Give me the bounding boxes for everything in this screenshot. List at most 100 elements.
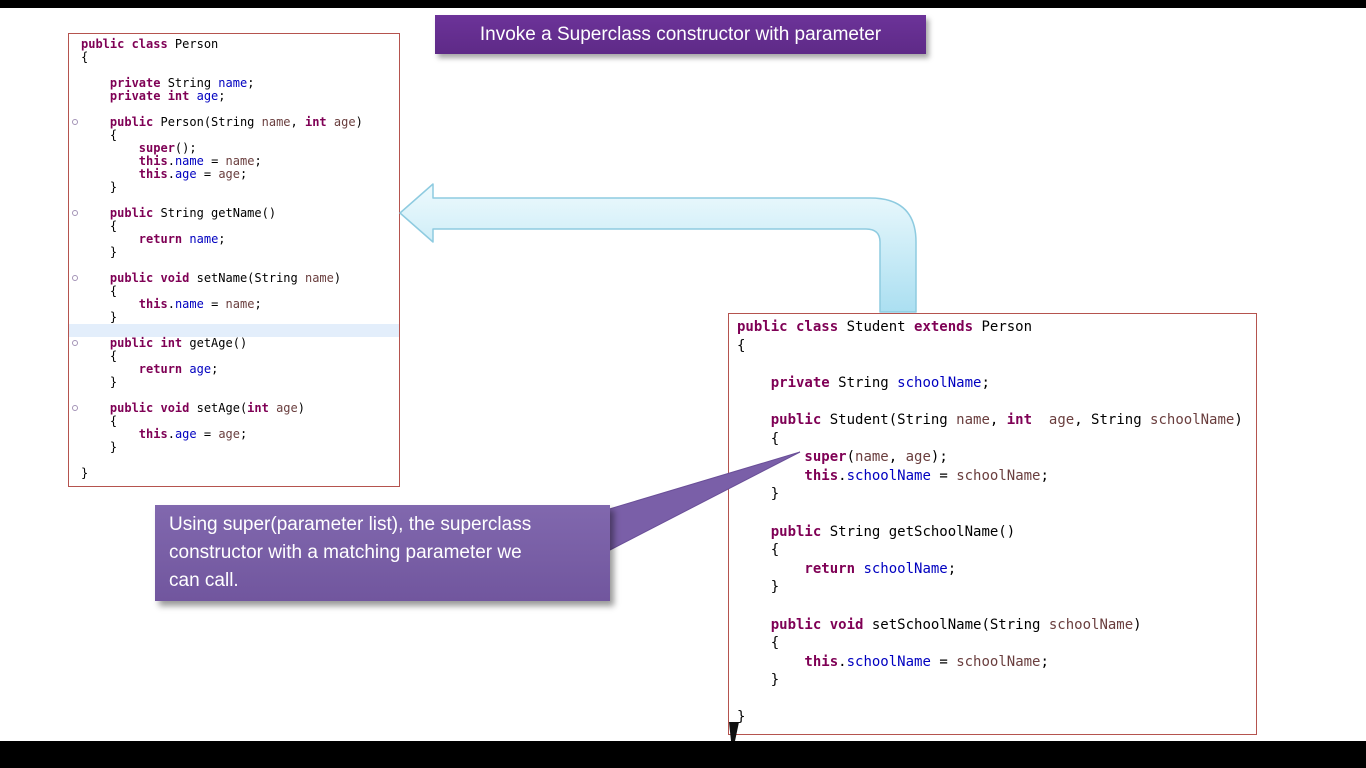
code-token: = <box>930 467 957 484</box>
callout-line: constructor with a matching parameter we <box>169 542 522 563</box>
code-line: public void setAge(int age) <box>69 402 399 415</box>
code-token: age <box>218 167 240 181</box>
letterbox-top <box>0 0 1366 8</box>
code-token: ) <box>355 115 363 129</box>
code-token: ; <box>240 427 248 441</box>
code-token: schoolName <box>1048 616 1134 633</box>
code-token: } <box>737 672 780 689</box>
code-token: return <box>81 362 183 376</box>
code-token: name <box>855 449 889 466</box>
code-line: } <box>69 311 399 324</box>
code-line: } <box>69 376 399 389</box>
code-line: } <box>729 671 1256 690</box>
code-token: . <box>167 427 175 441</box>
code-token: public void <box>737 616 864 633</box>
code-line: this.schoolName = schoolName; <box>729 467 1256 486</box>
code-token: this <box>81 154 168 168</box>
callout-line: can call. <box>169 570 239 591</box>
title-text: Invoke a Superclass constructor with par… <box>479 23 882 45</box>
code-token: super <box>737 449 847 466</box>
code-token: } <box>737 579 780 596</box>
code-line: private String name; <box>69 77 399 90</box>
code-line: return schoolName; <box>729 560 1256 579</box>
code-line: super(name, age); <box>729 448 1256 467</box>
code-line: return name; <box>69 233 399 246</box>
code-token: private <box>737 374 830 391</box>
code-token: { <box>81 128 118 142</box>
code-token: = <box>203 297 226 311</box>
code-token: ) <box>333 271 342 285</box>
superclass-elbow-arrow-icon <box>399 183 917 313</box>
person-class-code: public class Person{ private String name… <box>69 34 399 480</box>
code-token: { <box>81 50 89 64</box>
code-line: { <box>729 634 1256 653</box>
code-token: . <box>838 653 847 670</box>
code-token: schoolName <box>846 653 931 670</box>
student-class-code: public class Student extends Person{ pri… <box>729 314 1256 727</box>
code-line: } <box>69 246 399 259</box>
code-line <box>729 597 1256 616</box>
code-token: int <box>304 115 327 129</box>
code-token: int <box>1006 411 1033 428</box>
code-token: { <box>737 430 780 447</box>
code-token: = <box>203 154 226 168</box>
code-line: return age; <box>69 363 399 376</box>
code-token: , String <box>1074 411 1151 428</box>
code-token: . <box>838 467 847 484</box>
code-token: age <box>905 449 931 466</box>
code-token: public <box>737 411 822 428</box>
code-token: Student <box>838 319 915 335</box>
code-token: age <box>218 427 240 441</box>
code-token: schoolName <box>897 374 982 391</box>
code-token: this <box>81 297 168 311</box>
code-token: age <box>268 401 298 415</box>
student-code-box: public class Student extends Person{ pri… <box>728 313 1257 735</box>
code-line: public Person(String name, int age) <box>69 116 399 129</box>
code-token: public void <box>81 401 190 415</box>
code-token: setAge( <box>189 401 248 415</box>
code-line: public void setSchoolName(String schoolN… <box>729 616 1256 635</box>
code-token: name <box>174 297 204 311</box>
code-token: . <box>167 297 175 311</box>
code-line: public class Person <box>69 38 399 51</box>
code-token: return <box>81 232 183 246</box>
code-token: Person <box>973 319 1033 335</box>
code-token: String <box>829 374 898 391</box>
code-line: } <box>729 485 1256 504</box>
fold-marker-icon <box>72 275 78 281</box>
code-token: String getSchoolName() <box>821 523 1016 540</box>
code-token: super <box>81 141 175 155</box>
code-token: this <box>737 467 839 484</box>
code-token: { <box>737 542 780 559</box>
callout-line: Using super(parameter list), the supercl… <box>169 514 532 535</box>
code-token: (); <box>174 141 197 155</box>
code-token: name <box>956 411 990 428</box>
code-token: schoolName <box>956 653 1041 670</box>
code-token: Person(String <box>153 115 262 129</box>
code-token: ; <box>218 232 226 246</box>
code-token: this <box>81 427 168 441</box>
code-token: } <box>81 180 118 194</box>
code-line: this.name = name; <box>69 155 399 168</box>
code-line <box>729 355 1256 374</box>
code-token: getAge() <box>182 336 248 350</box>
fold-marker-icon <box>72 210 78 216</box>
code-line: { <box>729 541 1256 560</box>
code-token: { <box>81 219 118 233</box>
code-line <box>729 504 1256 523</box>
code-line: public int getAge() <box>69 337 399 350</box>
code-line: public String getSchoolName() <box>729 523 1256 542</box>
code-token: Person <box>167 37 219 51</box>
code-token: private int <box>81 89 190 103</box>
code-token: name <box>218 76 248 90</box>
code-line: { <box>69 129 399 142</box>
code-token: ; <box>247 76 255 90</box>
code-token: { <box>737 337 746 354</box>
code-line: this.age = age; <box>69 428 399 441</box>
code-line: this.schoolName = schoolName; <box>729 653 1256 672</box>
code-token: schoolName <box>956 467 1041 484</box>
code-token: ; <box>981 374 990 391</box>
code-line: public Student(String name, int age, Str… <box>729 411 1256 430</box>
code-token: name <box>261 115 291 129</box>
code-token: } <box>737 486 780 503</box>
